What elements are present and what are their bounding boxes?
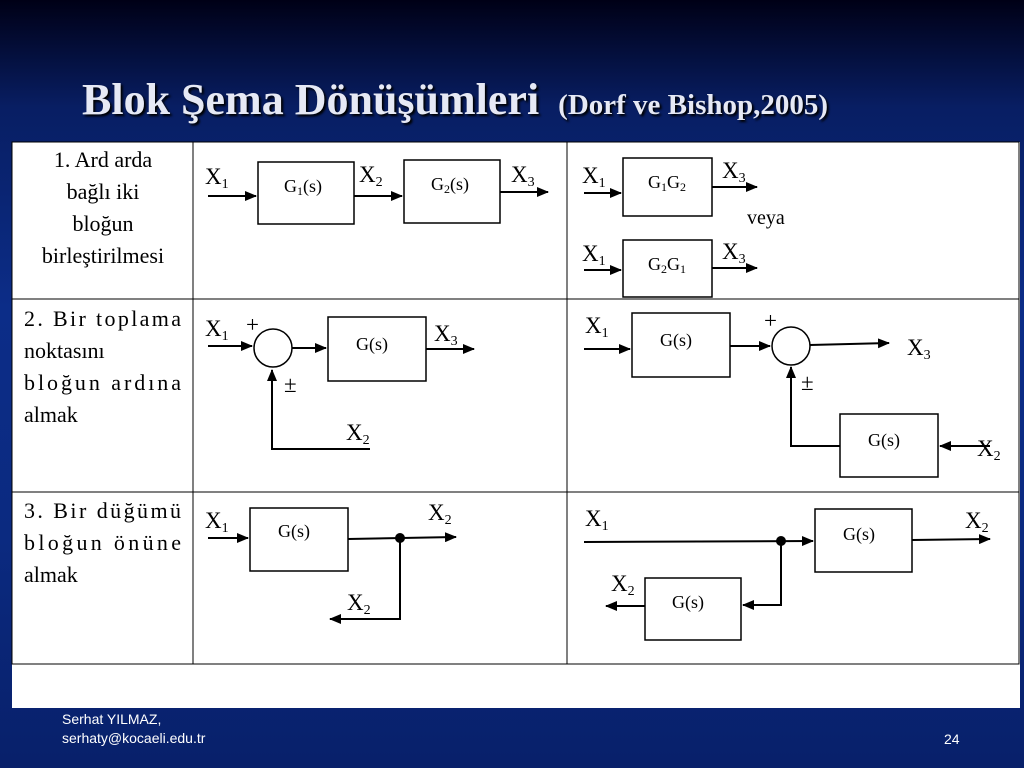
signal-x3: X3 <box>434 321 458 349</box>
block-g1 <box>257 161 355 225</box>
row-3-label: 3. Bir düğümü bloğun önüne almak <box>24 498 181 587</box>
row-2-line-3: bloğun ardına <box>24 370 181 395</box>
row-3-original-diagram <box>208 507 457 624</box>
summing-junction <box>253 328 293 368</box>
row-3-original-labels: X1 G(s) X2 X2 <box>205 500 452 618</box>
row-1-equivalent-diagram <box>584 157 758 298</box>
pickoff-node <box>395 533 405 543</box>
row-3-equivalent-diagram <box>583 508 991 641</box>
block-gs-branch <box>644 577 742 641</box>
signal-x1: X1 <box>582 163 606 191</box>
signal-x1: X1 <box>205 508 229 536</box>
row-3-line-3: almak <box>24 562 78 587</box>
row-2-line-2: noktasını <box>24 338 105 363</box>
signal-x3: X3 <box>722 239 746 267</box>
block-gs-label: G(s) <box>278 521 310 542</box>
row-2-equivalent-diagram <box>584 312 990 478</box>
row-2-line-4: almak <box>24 402 78 427</box>
signal-x2: X2 <box>359 162 383 190</box>
summing-junction <box>771 326 811 366</box>
plus-sign: + <box>246 312 259 337</box>
row-2-label: 2. Bir toplama noktasını bloğun ardına a… <box>24 306 181 427</box>
block-gs <box>249 507 349 572</box>
title-citation: (Dorf ve Bishop,2005) <box>558 89 829 121</box>
block-g1g2-label: G1G2 <box>648 172 686 194</box>
plus-minus-sign: ± <box>801 370 814 395</box>
footer-author: Serhat YILMAZ, serhaty@kocaeli.edu.tr <box>62 710 205 748</box>
row-2-original-labels: X1 + ± G(s) X3 X2 <box>205 312 458 448</box>
signal-x2: X2 <box>977 436 1001 464</box>
row-1-line-4: birleştirilmesi <box>42 243 164 268</box>
row-3-line-2: bloğun önüne <box>24 530 181 555</box>
signal-x1: X1 <box>585 506 609 534</box>
slide-title: Blok Şema Dönüşümleri (Dorf ve Bishop,20… <box>82 72 828 133</box>
content-panel <box>12 142 1020 708</box>
row-2-equivalent-labels: X1 G(s) + ± X3 G(s) X2 <box>585 308 1001 464</box>
signal-x2: X2 <box>428 500 452 528</box>
signal-x1: X1 <box>585 313 609 341</box>
block-gs-branch-label: G(s) <box>672 592 704 613</box>
block-g2-label: G2(s) <box>431 174 469 196</box>
row-1-label: 1. Ard arda bağlı iki bloğun birleştiril… <box>42 147 164 268</box>
signal-x2: X2 <box>611 571 635 599</box>
signal-x1: X1 <box>582 241 606 269</box>
table-grid <box>11 141 1020 665</box>
block-gs-label: G(s) <box>843 524 875 545</box>
row-1-original-labels: X1 X2 X3 G1(s) G2(s) <box>205 162 535 198</box>
signal-x3: X3 <box>722 158 746 186</box>
page-number: 24 <box>944 731 960 747</box>
signal-x1: X1 <box>205 316 229 344</box>
row-2-original-diagram <box>208 316 475 450</box>
signal-x2: X2 <box>965 508 989 536</box>
block-gs-feedback-label: G(s) <box>868 430 900 451</box>
signal-x2: X2 <box>346 420 370 448</box>
row-1-line-2: bağlı iki <box>67 179 140 204</box>
block-g1-label: G1(s) <box>284 176 322 198</box>
row-3-line-1: 3. Bir düğümü <box>24 498 181 523</box>
row-1-line-3: bloğun <box>72 211 133 236</box>
title-main: Blok Şema Dönüşümleri <box>82 75 540 124</box>
signal-x3: X3 <box>907 335 931 363</box>
block-gs <box>814 508 913 573</box>
plus-sign: + <box>764 308 777 333</box>
row-3-equivalent-labels: X1 G(s) X2 X2 G(s) <box>585 506 989 613</box>
signal-x3: X3 <box>511 162 535 190</box>
signal-x1: X1 <box>205 164 229 192</box>
block-gs-label: G(s) <box>660 330 692 351</box>
veya-text: veya <box>747 207 785 229</box>
row-1-equivalent-labels: X1 X3 G1G2 veya X1 X3 G2G1 <box>582 158 785 276</box>
row-1-line-1: 1. Ard arda <box>54 147 153 172</box>
pickoff-node <box>776 536 786 546</box>
signal-x2: X2 <box>347 590 371 618</box>
block-gs-label: G(s) <box>356 334 388 355</box>
footer-email: serhaty@kocaeli.edu.tr <box>62 730 206 746</box>
block-g2g1-label: G2G1 <box>648 254 686 276</box>
plus-minus-sign: ± <box>284 372 297 397</box>
row-2-line-1: 2. Bir toplama <box>24 306 181 331</box>
row-1-original-diagram <box>208 159 549 225</box>
footer-name: Serhat YILMAZ, <box>62 711 162 727</box>
